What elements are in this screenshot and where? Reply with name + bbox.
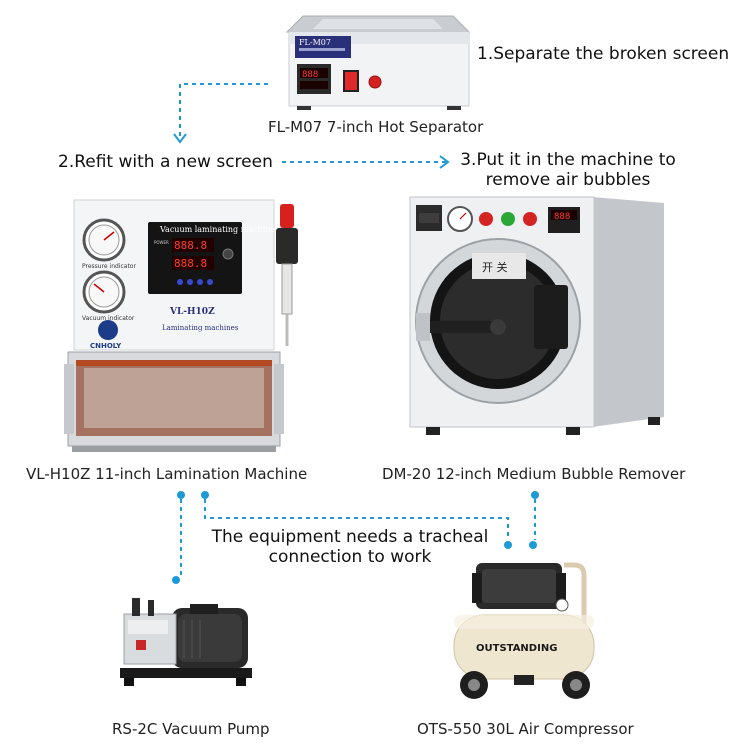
tracheal-note: The equipment needs a tracheal connectio… bbox=[200, 527, 500, 567]
connector-dot bbox=[172, 576, 180, 584]
air-compressor-image: OUTSTANDING bbox=[453, 562, 595, 699]
svg-text:888.8: 888.8 bbox=[174, 239, 207, 252]
separator-caption: FL-M07 7-inch Hot Separator bbox=[268, 118, 484, 136]
bubble-remover-image: 888 开 关 bbox=[409, 196, 664, 435]
vacuum-pump-caption: RS-2C Vacuum Pump bbox=[112, 720, 270, 738]
svg-text:FL-M07: FL-M07 bbox=[299, 38, 331, 47]
svg-text:CNHOLY: CNHOLY bbox=[90, 342, 122, 350]
connector-dot bbox=[177, 491, 185, 499]
svg-text:VL-H10Z: VL-H10Z bbox=[169, 307, 215, 317]
step-2-label: 2.Refit with a new screen bbox=[58, 152, 273, 172]
svg-text:Vacuum indicator: Vacuum indicator bbox=[82, 315, 135, 322]
bubble-remover-caption: DM-20 12-inch Medium Bubble Remover bbox=[382, 465, 686, 483]
connector-dot bbox=[531, 491, 539, 499]
connector-dot bbox=[201, 491, 209, 499]
tracheal-note-line-1: The equipment needs a tracheal bbox=[211, 527, 489, 547]
arrow-down-icon bbox=[173, 133, 187, 144]
svg-text:888: 888 bbox=[554, 212, 570, 222]
svg-text:开 关: 开 关 bbox=[482, 260, 508, 274]
svg-text:POWER: POWER bbox=[154, 240, 169, 245]
vacuum-pump-image bbox=[120, 598, 252, 686]
connector-dot bbox=[504, 541, 512, 549]
tracheal-note-line-2: connection to work bbox=[268, 547, 432, 567]
laminator-caption: VL-H10Z 11-inch Lamination Machine bbox=[26, 465, 308, 483]
svg-text:Pressure indicator: Pressure indicator bbox=[82, 263, 136, 270]
svg-text:Laminating machines: Laminating machines bbox=[162, 324, 239, 332]
svg-text:888: 888 bbox=[302, 70, 318, 80]
connector-dot bbox=[529, 541, 537, 549]
svg-text:888.8: 888.8 bbox=[174, 257, 207, 270]
lamination-machine-image: Pressure indicator Vacuum indicator Vacu… bbox=[64, 199, 298, 452]
step-3-line-2: remove air bubbles bbox=[485, 170, 651, 190]
step-3-line-1: 3.Put it in the machine to bbox=[460, 150, 676, 170]
step-1-label: 1.Separate the broken screen bbox=[477, 44, 730, 64]
step-3-label: 3.Put it in the machine to remove air bu… bbox=[452, 150, 684, 190]
hot-separator-image: FL-M07 888 bbox=[285, 15, 471, 110]
svg-text:OUTSTANDING: OUTSTANDING bbox=[476, 643, 557, 654]
compressor-caption: OTS-550 30L Air Compressor bbox=[417, 720, 634, 738]
svg-text:Vacuum laminating machine: Vacuum laminating machine bbox=[159, 225, 275, 234]
flow-line-separator-to-refit bbox=[179, 83, 268, 140]
arrow-right-icon bbox=[439, 155, 450, 169]
